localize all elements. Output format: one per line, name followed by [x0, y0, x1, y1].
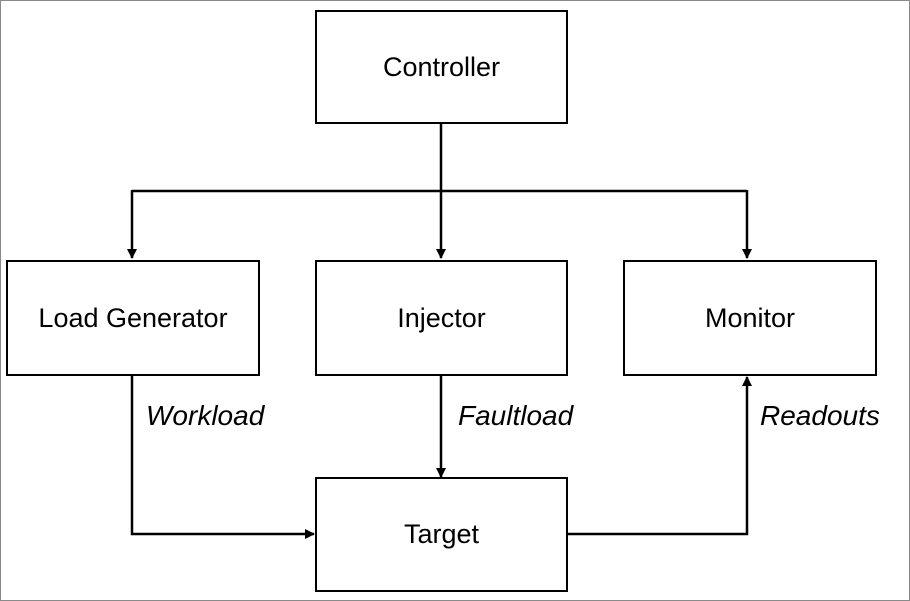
workload-arrow: [130, 375, 315, 539]
monitor-node: Monitor: [623, 260, 877, 376]
injector-label: Injector: [397, 302, 486, 333]
readouts-arrow: [568, 376, 752, 536]
monitor-label: Monitor: [704, 302, 796, 333]
workload-edge-label: Workload: [146, 400, 265, 431]
readouts-edge-label: Readouts: [760, 400, 880, 431]
target-label: Target: [403, 519, 480, 549]
faultload-edge-label: Faultload: [458, 400, 574, 431]
controller-node: Controller: [315, 10, 568, 124]
load-generator-node: Load Generator: [6, 260, 260, 376]
injector-node: Injector: [315, 260, 568, 376]
controller-label: Controller: [382, 51, 501, 82]
load-generator-label: Load Generator: [38, 302, 228, 333]
target-node: Target: [315, 477, 568, 592]
